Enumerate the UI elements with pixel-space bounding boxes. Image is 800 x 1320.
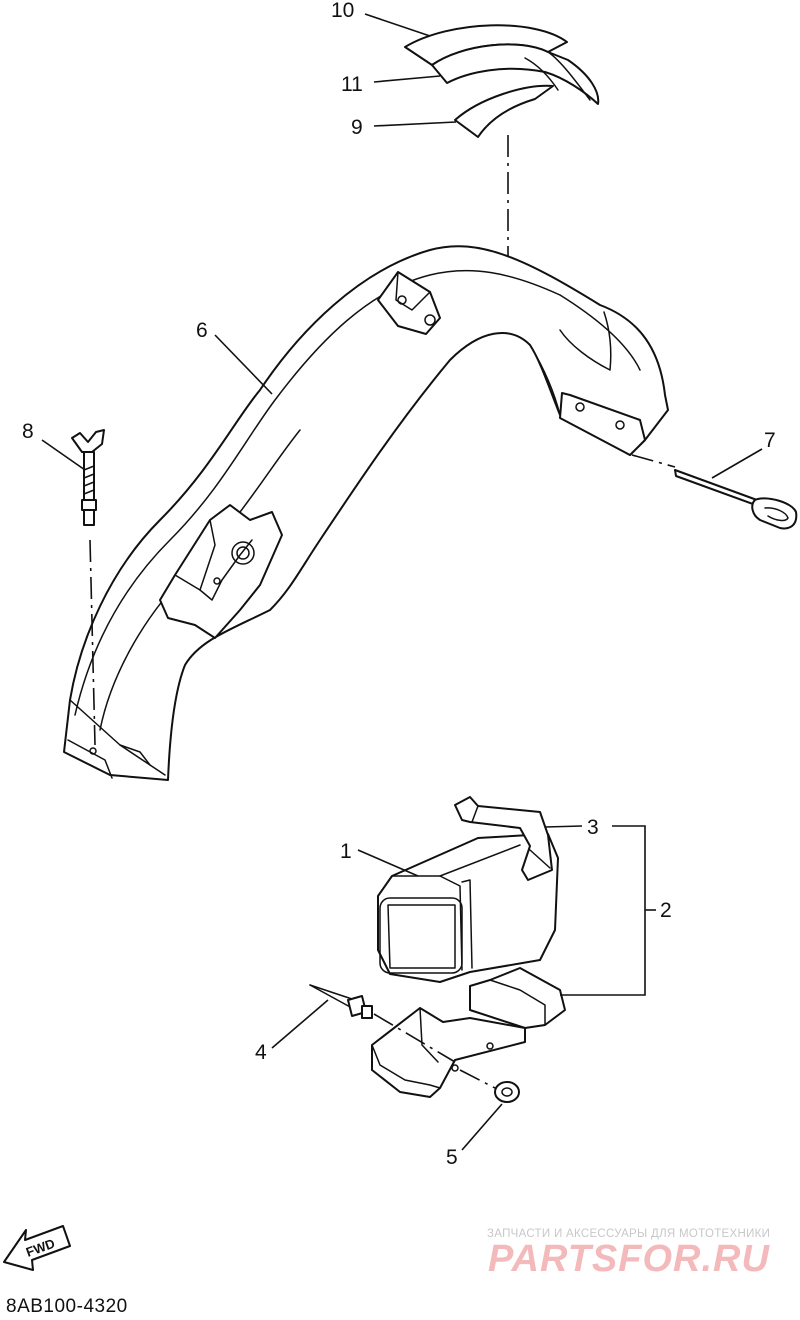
callout-6: 6 xyxy=(196,319,208,342)
callout-8: 8 xyxy=(22,420,34,443)
callout-10: 10 xyxy=(331,0,354,22)
tool-kit-assembly xyxy=(371,796,566,1098)
rod-part-7 xyxy=(631,454,798,530)
callout-7: 7 xyxy=(764,429,776,452)
rear-fender xyxy=(63,245,669,781)
watermark-tagline: ЗАПЧАСТИ И АКСЕССУАРЫ ДЛЯ МОТОТЕХНИКИ xyxy=(487,1228,771,1240)
callout-1: 1 xyxy=(340,840,352,863)
callout-2: 2 xyxy=(660,899,672,922)
watermark-site-logo: PARTSFOR.RU xyxy=(488,1238,770,1280)
wing-bolt-part-8 xyxy=(71,429,105,746)
callout-9: 9 xyxy=(351,116,363,139)
callout-5: 5 xyxy=(446,1146,458,1169)
callout-11: 11 xyxy=(341,73,363,96)
decal-9 xyxy=(454,84,554,138)
washer-part-5 xyxy=(459,1069,520,1103)
callout-3: 3 xyxy=(587,816,599,839)
diagram-code: 8AB100-4320 xyxy=(6,1296,128,1317)
screw-part-4 xyxy=(309,984,456,1063)
fwd-arrow-icon: FWD xyxy=(3,1225,71,1271)
decal-stack xyxy=(404,24,600,138)
callout-4: 4 xyxy=(255,1041,267,1064)
